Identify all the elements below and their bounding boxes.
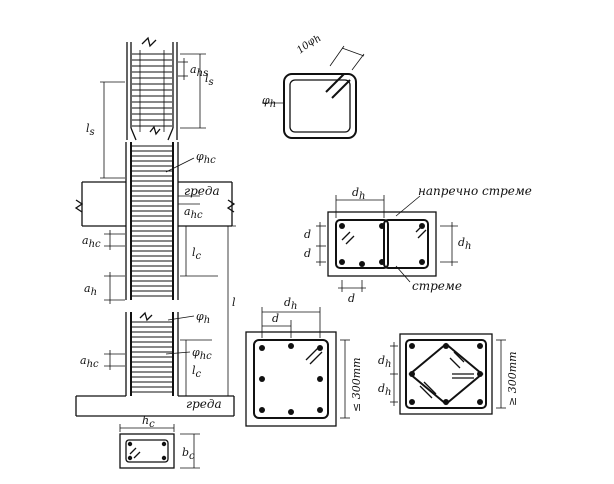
column-elevation — [74, 36, 236, 469]
label-d-h-r2: dh — [378, 382, 392, 398]
label-l-c-upper: lc — [192, 246, 202, 262]
label-h-c: hc — [142, 414, 155, 430]
label-d-square: d — [272, 312, 279, 325]
break-mark-top — [141, 36, 157, 48]
label-dim-300-square: ≤ 300mm — [350, 357, 363, 412]
label-d-h-right: dh — [458, 236, 472, 252]
label-d-h-mid: dh — [352, 186, 366, 202]
column-section-bottom — [119, 424, 200, 469]
label-dim-300-large: ≥ 300mm — [506, 351, 519, 406]
label-d-2: d — [304, 247, 311, 260]
label-phi-hc-lower: φhc — [192, 346, 212, 362]
label-d-1: d — [304, 228, 311, 241]
section-square-small — [245, 307, 350, 427]
elevation-dimensions — [100, 53, 236, 396]
label-phi-hc-upper: φhc — [196, 150, 216, 166]
label-beam-upper: греда — [184, 184, 220, 198]
label-hook-10: 10φh — [295, 32, 324, 58]
label-a-h: ah — [84, 282, 97, 298]
label-a-hc-right: ahc — [184, 205, 203, 221]
label-l-total: l — [232, 296, 236, 309]
label-d-h-square: dh — [284, 296, 298, 312]
column-ties-middle — [132, 145, 172, 297]
label-d-h-r1: dh — [378, 354, 392, 370]
break-mark-mid — [149, 125, 161, 136]
label-phi-h-lower: φh — [196, 310, 210, 326]
beam-lower — [75, 395, 235, 417]
stirrup-hook-detail — [262, 45, 365, 139]
label-cross-tie: напречно стреме — [418, 184, 532, 198]
break-mark-lower — [139, 311, 153, 322]
label-phi-h-detail: φh — [262, 94, 276, 110]
label-l-c-lower: lc — [192, 364, 202, 380]
label-a-hc-lower: ahc — [80, 354, 99, 370]
label-beam-lower: греда — [186, 397, 222, 411]
label-l-s-top: ls — [205, 72, 214, 88]
label-b-c: bc — [182, 446, 195, 462]
column-ties-lower — [132, 321, 172, 393]
label-l-s-left: ls — [86, 122, 95, 138]
section-square-large — [390, 333, 506, 415]
label-a-hs: ahs — [190, 63, 208, 79]
label-d-3: d — [348, 292, 355, 305]
label-stirrup: стреме — [412, 279, 462, 293]
label-a-hc-left: ahc — [82, 234, 101, 250]
section-cross-tie — [316, 195, 458, 292]
column-ties-top — [132, 53, 172, 127]
